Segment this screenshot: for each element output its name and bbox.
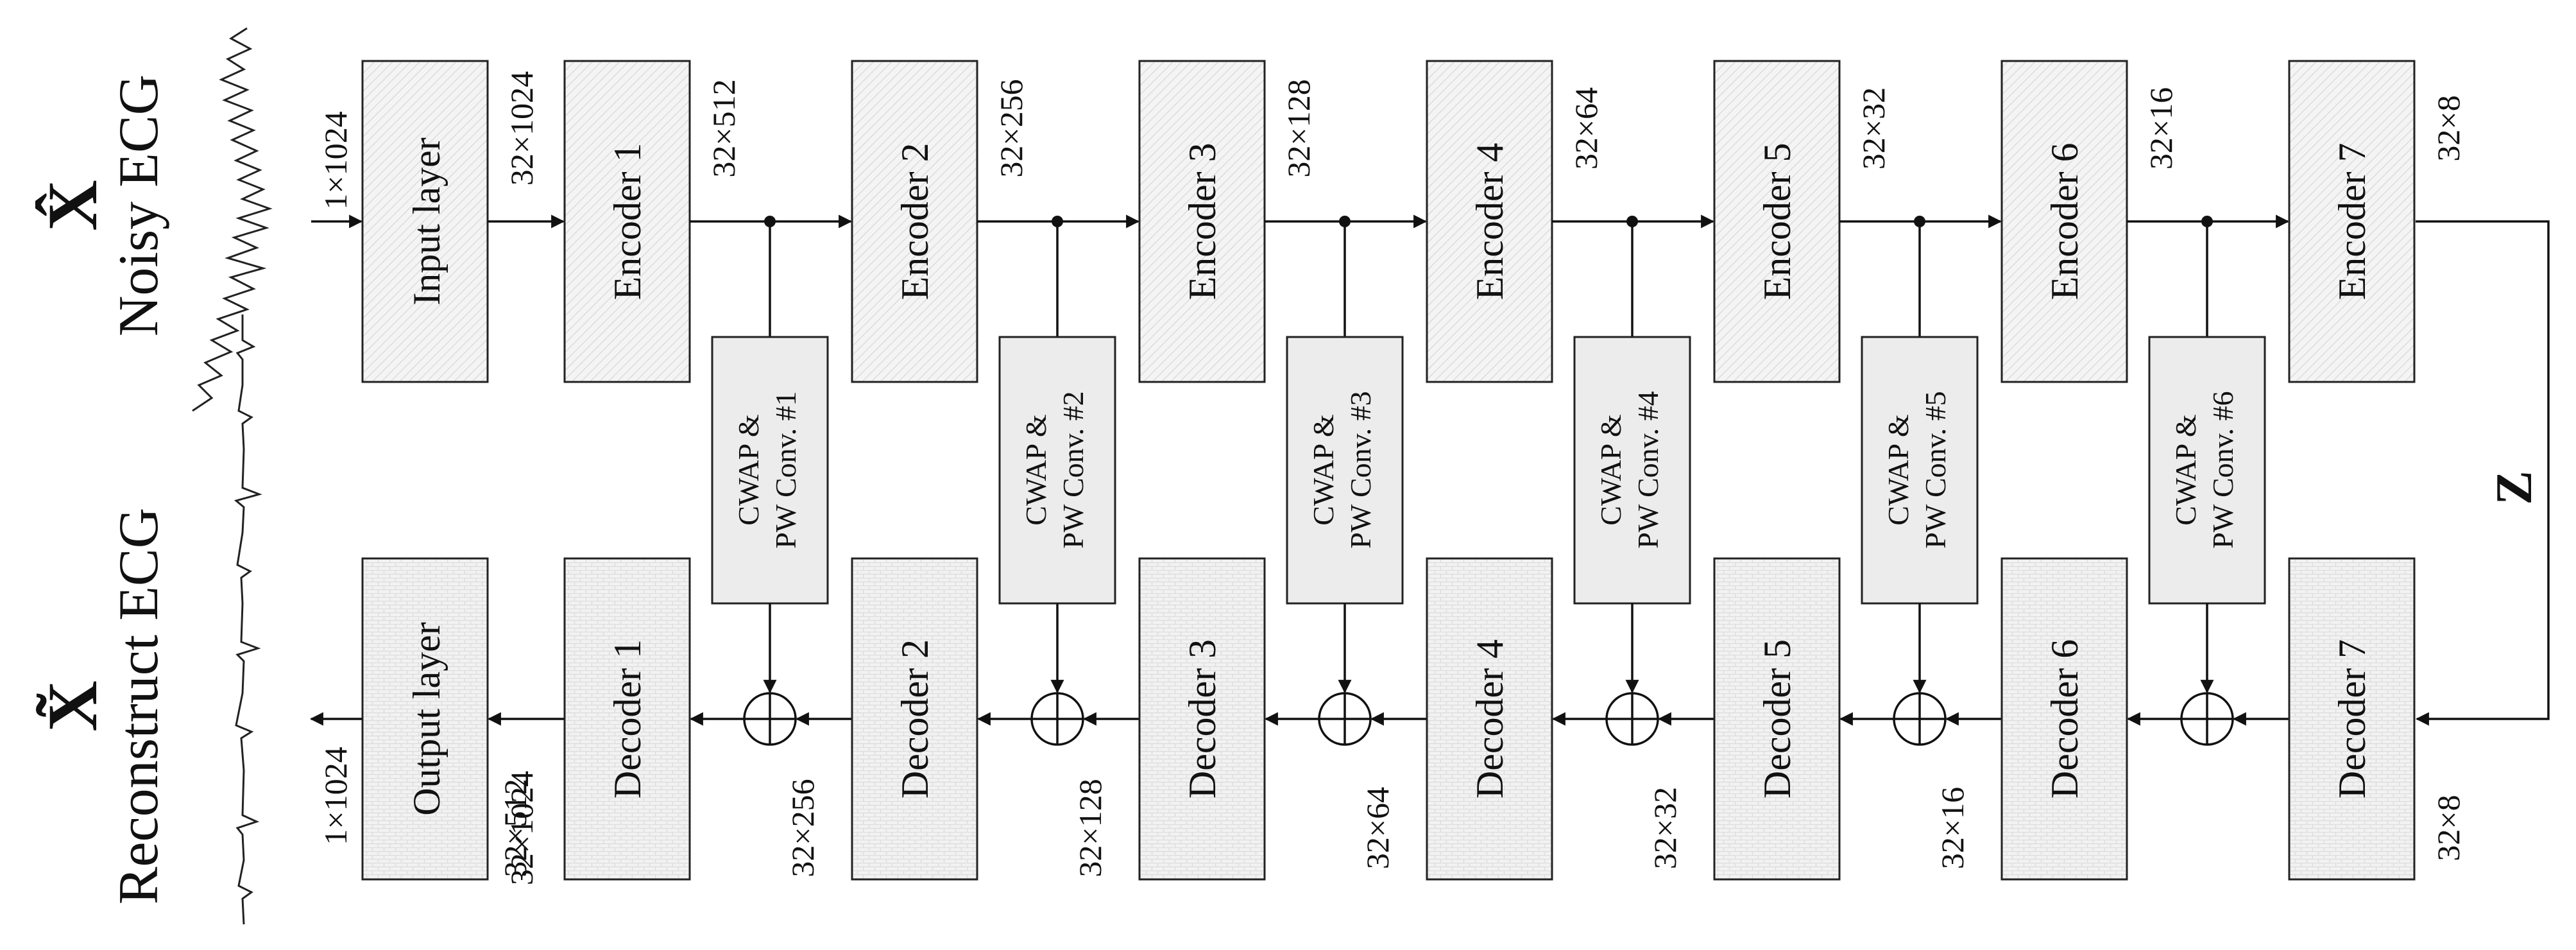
decoder-3-label: Decoder 3: [1181, 639, 1224, 799]
encoder-block-4: Encoder 4: [1426, 60, 1553, 383]
encoder-block-6: Encoder 6: [2000, 60, 2128, 383]
adder-1: [743, 692, 797, 746]
decoder-block-1: Decoder 1: [563, 557, 691, 881]
decoder-2-dim: 32×256: [785, 779, 821, 877]
decoder-block-4: Decoder 4: [1426, 557, 1553, 881]
skip-5-line2: PW Conv. #5: [1919, 391, 1952, 548]
encoder-1-label: Encoder 1: [606, 143, 649, 300]
decoder-block-2: Decoder 2: [851, 557, 978, 881]
encoder-5-out-dim: 32×32: [1855, 87, 1891, 169]
encoder-2-label: Encoder 2: [894, 143, 936, 300]
decoder-block-3: Decoder 3: [1138, 557, 1266, 881]
input-layer-block: Input layer: [361, 60, 489, 383]
skip-block-3: CWAP &PW Conv. #3: [1286, 336, 1404, 605]
encoder-block-5: Encoder 5: [1713, 60, 1841, 383]
skip-block-6: CWAP &PW Conv. #6: [2148, 336, 2266, 605]
adder-3: [1318, 692, 1372, 746]
decoder-1-label: Decoder 1: [606, 639, 649, 799]
decoder-5-label: Decoder 5: [1756, 639, 1798, 799]
decoder-4-dim: 32×64: [1360, 787, 1395, 869]
encoder-1-out-dim: 32×512: [706, 79, 742, 177]
decoder-1-dim: 32×512: [497, 779, 533, 877]
latent-path: [2415, 220, 2550, 726]
skip-2-line2: PW Conv. #2: [1057, 391, 1089, 548]
input-layer-label: Input layer: [405, 137, 448, 306]
encoder-6-label: Encoder 6: [2043, 143, 2086, 300]
reconstructed-ecg-waveform: [234, 315, 262, 925]
output-layer-in-dim: 32×1024: [504, 771, 540, 885]
skip-4-line2: PW Conv. #4: [1632, 391, 1664, 548]
adder-6: [2180, 692, 2234, 746]
output-signal-group: X̃ Reconstruct ECG: [33, 315, 262, 925]
input-dim-label: 1×1024: [318, 111, 354, 209]
skip-6-line1: CWAP &: [2169, 414, 2202, 525]
encoder-block-2: Encoder 2: [851, 60, 978, 383]
skip-4-line1: CWAP &: [1594, 414, 1627, 525]
reconstruct-ecg-label: Reconstruct ECG: [108, 508, 170, 904]
encoder-2-out-dim: 32×256: [993, 79, 1029, 177]
output-layer-block: Output layer: [361, 557, 489, 881]
encoder-block-7: Encoder 7: [2288, 60, 2416, 383]
adder-5: [1893, 692, 1947, 746]
adder-4: [1605, 692, 1659, 746]
skip-5-line1: CWAP &: [1882, 414, 1915, 525]
skip-2-line1: CWAP &: [1019, 414, 1052, 525]
skip-3-line2: PW Conv. #3: [1344, 391, 1377, 548]
encoder-3-out-dim: 32×128: [1281, 79, 1317, 177]
encoder-3-label: Encoder 3: [1181, 143, 1224, 300]
skip-1-line1: CWAP &: [732, 414, 765, 525]
decoder-6-label: Decoder 6: [2043, 639, 2086, 799]
encoder-block-3: Encoder 3: [1138, 60, 1266, 383]
encoder-7-label: Encoder 7: [2331, 143, 2373, 300]
skip-block-1: CWAP &PW Conv. #1: [711, 336, 829, 605]
output-layer-label: Output layer: [405, 622, 448, 816]
encoder-4-out-dim: 32×64: [1568, 87, 1604, 169]
decoder-7-dim: 32×8: [2430, 795, 2466, 861]
input-signal-group: X̂ Noisy ECG: [33, 27, 273, 412]
skip-3-line1: CWAP &: [1307, 414, 1340, 525]
encoder-5-label: Encoder 5: [1756, 143, 1798, 300]
decoder-6-dim: 32×16: [1934, 787, 1970, 869]
noisy-symbol: X̂: [33, 180, 112, 230]
output-dim-label: 1×1024: [318, 747, 354, 845]
decoder-block-5: Decoder 5: [1713, 557, 1841, 881]
skip-6-line2: PW Conv. #6: [2206, 391, 2239, 548]
decoder-block-6: Decoder 6: [2000, 557, 2128, 881]
decoder-2-label: Decoder 2: [894, 639, 936, 799]
skip-block-4: CWAP &PW Conv. #4: [1573, 336, 1691, 605]
encoder-7-out-dim: 32×8: [2430, 95, 2466, 161]
noisy-ecg-label: Noisy ECG: [108, 74, 170, 336]
latent-label: Z: [2486, 471, 2543, 505]
decoder-block-7: Decoder 7: [2288, 557, 2416, 881]
decoder-5-dim: 32×32: [1647, 787, 1683, 869]
noisy-ecg-waveform: [192, 27, 273, 412]
skip-block-5: CWAP &PW Conv. #5: [1861, 336, 1979, 605]
skip-block-2: CWAP &PW Conv. #2: [998, 336, 1116, 605]
recon-symbol: X̃: [33, 680, 112, 731]
skip-1-line2: PW Conv. #1: [769, 391, 802, 548]
decoder-3-dim: 32×128: [1072, 779, 1108, 877]
encoder-6-out-dim: 32×16: [2143, 87, 2179, 169]
decoder-7-label: Decoder 7: [2331, 639, 2373, 799]
encoder-block-1: Encoder 1: [563, 60, 691, 383]
decoder-4-label: Decoder 4: [1469, 639, 1511, 799]
encoder-4-label: Encoder 4: [1469, 143, 1511, 300]
adder-2: [1030, 692, 1084, 746]
input-layer-out-dim: 32×1024: [504, 71, 540, 186]
